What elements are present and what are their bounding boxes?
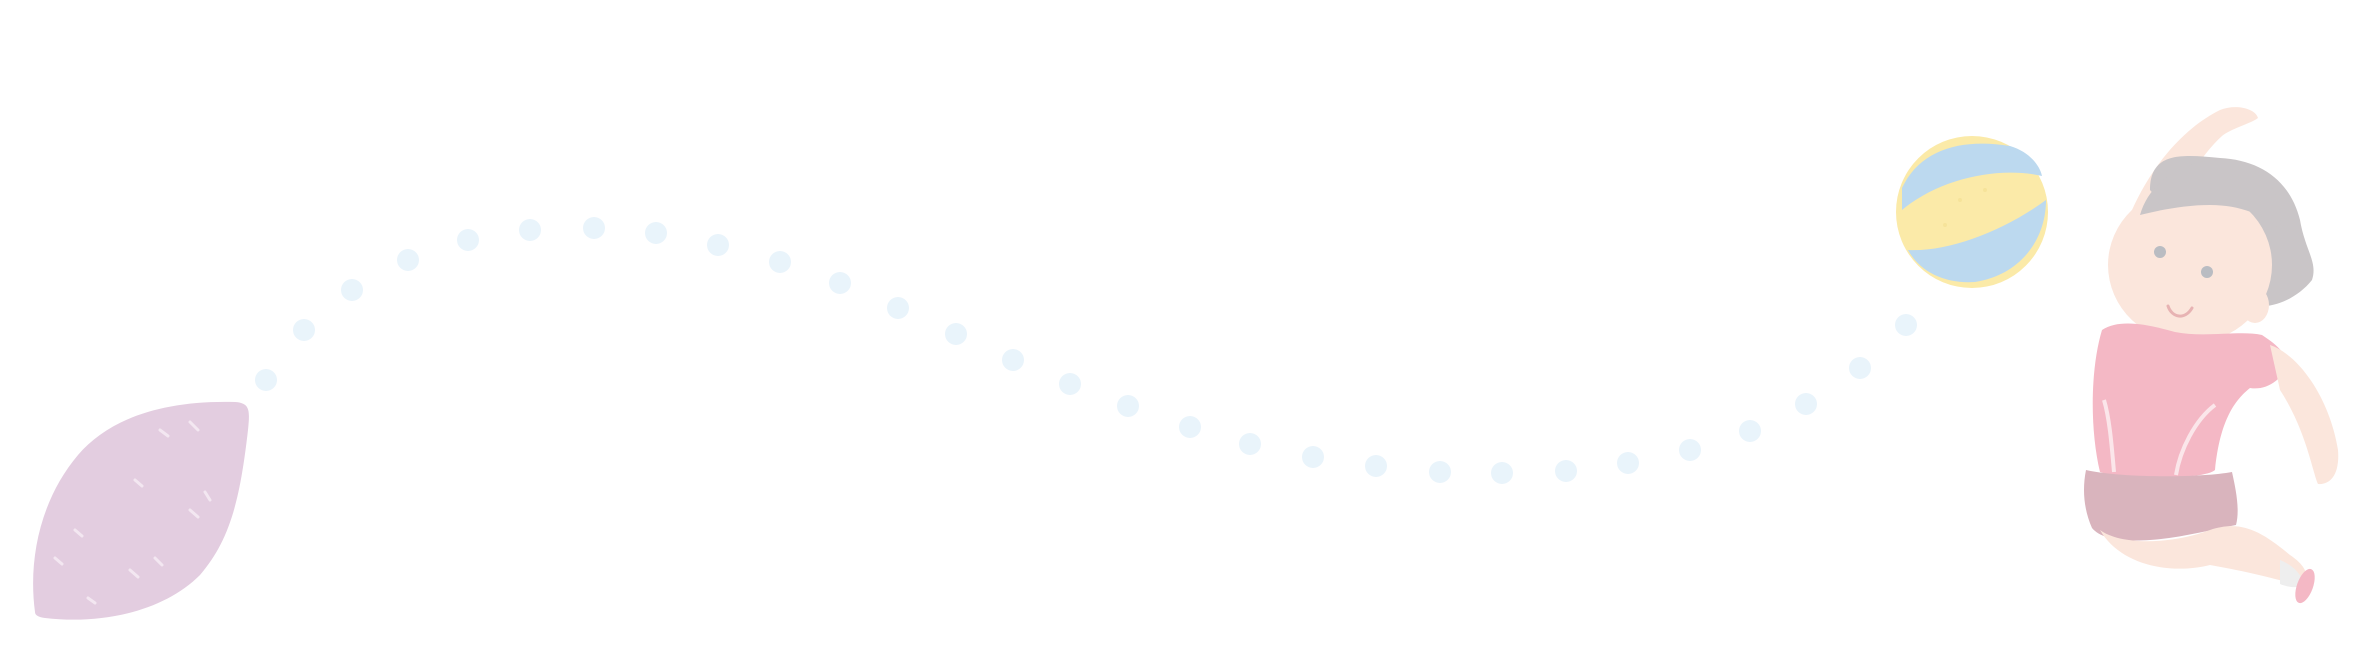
trajectory-dot [1002,349,1024,371]
trajectory-dot [1491,462,1513,484]
trajectory-dot [1179,416,1201,438]
trajectory-dot [1617,452,1639,474]
trajectory-dot [887,297,909,319]
trajectory-dot [457,229,479,251]
trajectory-dot [1365,455,1387,477]
trajectory-dot [519,219,541,241]
trajectory-dot [1849,357,1871,379]
dotted-trajectory [255,217,1917,484]
trajectory-dot [1117,395,1139,417]
trajectory-dot [397,249,419,271]
trajectory-dot [255,369,277,391]
trajectory-dot [1239,433,1261,455]
trajectory-dot [1679,439,1701,461]
trajectory-dot [1795,393,1817,415]
trajectory-dot [707,234,729,256]
trajectory-dot [945,323,967,345]
trajectory-dot [1555,460,1577,482]
trajectory-dot [583,217,605,239]
trajectory-dot [1739,420,1761,442]
beach-ball-icon [1896,136,2048,288]
trajectory-dot [1059,373,1081,395]
trajectory-dot [293,319,315,341]
sweet-potato-icon [33,401,249,620]
trajectory-dot [1895,314,1917,336]
trajectory-dot [645,222,667,244]
trajectory-dot [1429,461,1451,483]
trajectory-dot [769,251,791,273]
trajectory-dot [829,272,851,294]
trajectory-dot [341,279,363,301]
trajectory-dot [1302,446,1324,468]
child-player-icon [2084,107,2339,604]
